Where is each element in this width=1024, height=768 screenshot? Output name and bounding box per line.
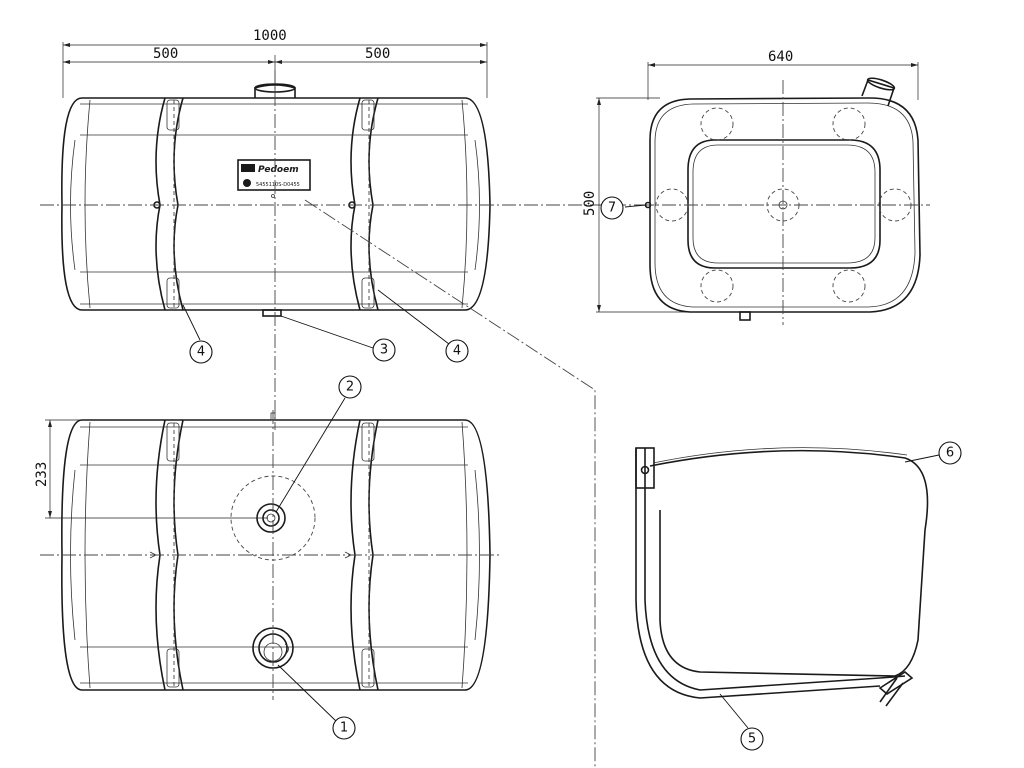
front-view: 1000 500 500 <box>40 28 640 430</box>
callout-3: 3 <box>380 343 388 358</box>
nameplate-brand: Pedoem <box>258 165 299 175</box>
dim-half-right: 500 <box>365 46 390 62</box>
callout-6: 6 <box>946 446 954 461</box>
callout-4-left: 4 <box>197 345 205 360</box>
nameplate: Pedoem 5455110S-D0455 <box>237 159 311 191</box>
dim-height: 500 <box>582 191 598 216</box>
dim-offset: 233 <box>34 462 50 487</box>
dim-width: 640 <box>768 49 793 65</box>
dim-overall-length: 1000 <box>253 28 287 44</box>
callout-7: 7 <box>608 201 616 216</box>
nameplate-code: 5455110S-D0455 <box>256 182 300 188</box>
callout-2: 2 <box>346 380 354 395</box>
callout-5: 5 <box>748 732 756 747</box>
callout-1: 1 <box>340 721 348 736</box>
side-view: 640 500 <box>582 49 930 325</box>
strap-detail <box>635 447 929 707</box>
callouts: 4 3 4 2 1 7 6 5 <box>182 196 962 751</box>
top-view: 233 <box>34 410 500 700</box>
callout-4-right: 4 <box>453 344 461 359</box>
dim-half-left: 500 <box>153 46 178 62</box>
